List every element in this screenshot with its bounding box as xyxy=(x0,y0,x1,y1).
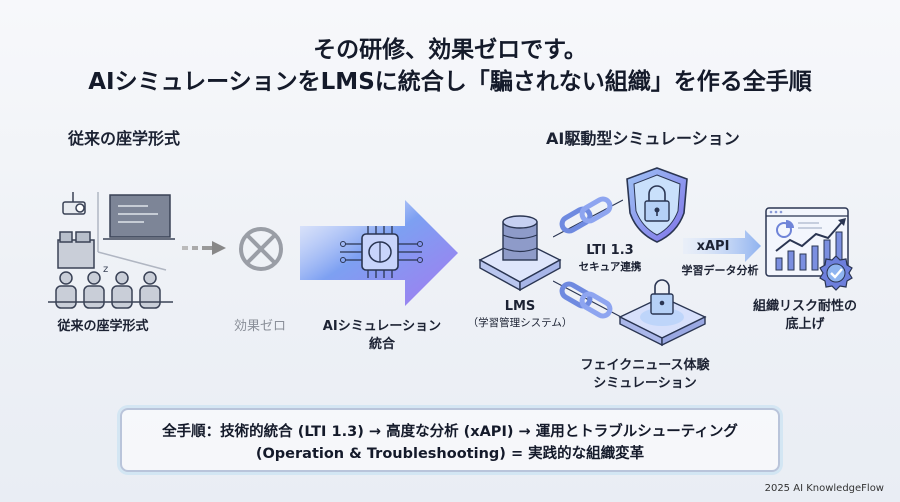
result-label: 組織リスク耐性の 底上げ xyxy=(735,298,875,333)
summary-box: 全手順：技術的統合 (LTI 1.3) → 高度な分析 (xAPI) → 運用と… xyxy=(120,408,780,472)
page-title-line-2: AIシミュレーションをLMSに統合し「騙されない組織」を作る全手順 xyxy=(88,69,812,95)
lms-subtitle: （学習管理システム） xyxy=(467,316,573,329)
left-section-heading: 従来の座学形式 xyxy=(68,129,181,148)
classroom-icon: z xyxy=(48,192,175,309)
classroom-label: 従来の座学形式 xyxy=(57,319,149,334)
circle-x-icon xyxy=(239,227,283,271)
svg-text:z: z xyxy=(103,264,108,275)
xapi-title: xAPI xyxy=(696,239,730,254)
lms-label: LMS （学習管理システム） xyxy=(465,298,575,330)
xapi-arrow-icon xyxy=(683,230,761,262)
page-title-line-1: その研修、効果ゼロです。 xyxy=(313,37,587,63)
dashed-arrow-icon xyxy=(182,241,226,255)
lti-title: LTI 1.3 xyxy=(586,243,634,258)
summary-line-1: 全手順：技術的統合 (LTI 1.3) → 高度な分析 (xAPI) → 運用と… xyxy=(162,424,738,440)
shield-lock-icon xyxy=(626,167,688,243)
summary-line-2: (Operation & Troubleshooting) = 実践的な組織変革 xyxy=(255,445,645,462)
zero-effect-label: 効果ゼロ xyxy=(233,319,286,334)
chain-link-icon xyxy=(553,280,623,319)
lti-label: LTI 1.3 セキュア連携 xyxy=(568,242,652,274)
xapi-subtitle: 学習データ分析 xyxy=(681,264,759,277)
fake-news-label-line-2: シミュレーション xyxy=(593,375,697,391)
fake-news-label: フェイクニュース体験 シミュレーション xyxy=(575,357,715,392)
lock-platform-icon xyxy=(618,279,707,347)
right-section-heading: AI駆動型シミュレーション xyxy=(546,129,740,148)
lti-subtitle: セキュア連携 xyxy=(578,260,642,273)
footer-credit: 2025 AI KnowledgeFlow xyxy=(764,483,884,494)
fake-news-label-line-1: フェイクニュース体験 xyxy=(580,358,710,373)
check-badge-icon xyxy=(819,255,853,291)
ai-integration-label: AIシミュレーション 統合 xyxy=(322,318,442,353)
result-label-line-1: 組織リスク耐性の xyxy=(752,299,857,314)
lms-title: LMS xyxy=(504,299,536,314)
database-server-icon xyxy=(478,215,562,292)
chain-link-icon xyxy=(553,196,623,238)
result-label-line-2: 底上げ xyxy=(785,316,825,332)
ai-integration-label-line-1: AIシミュレーション xyxy=(322,319,442,334)
ai-integration-label-line-2: 統合 xyxy=(368,336,395,352)
brain-chip-icon xyxy=(300,200,458,306)
